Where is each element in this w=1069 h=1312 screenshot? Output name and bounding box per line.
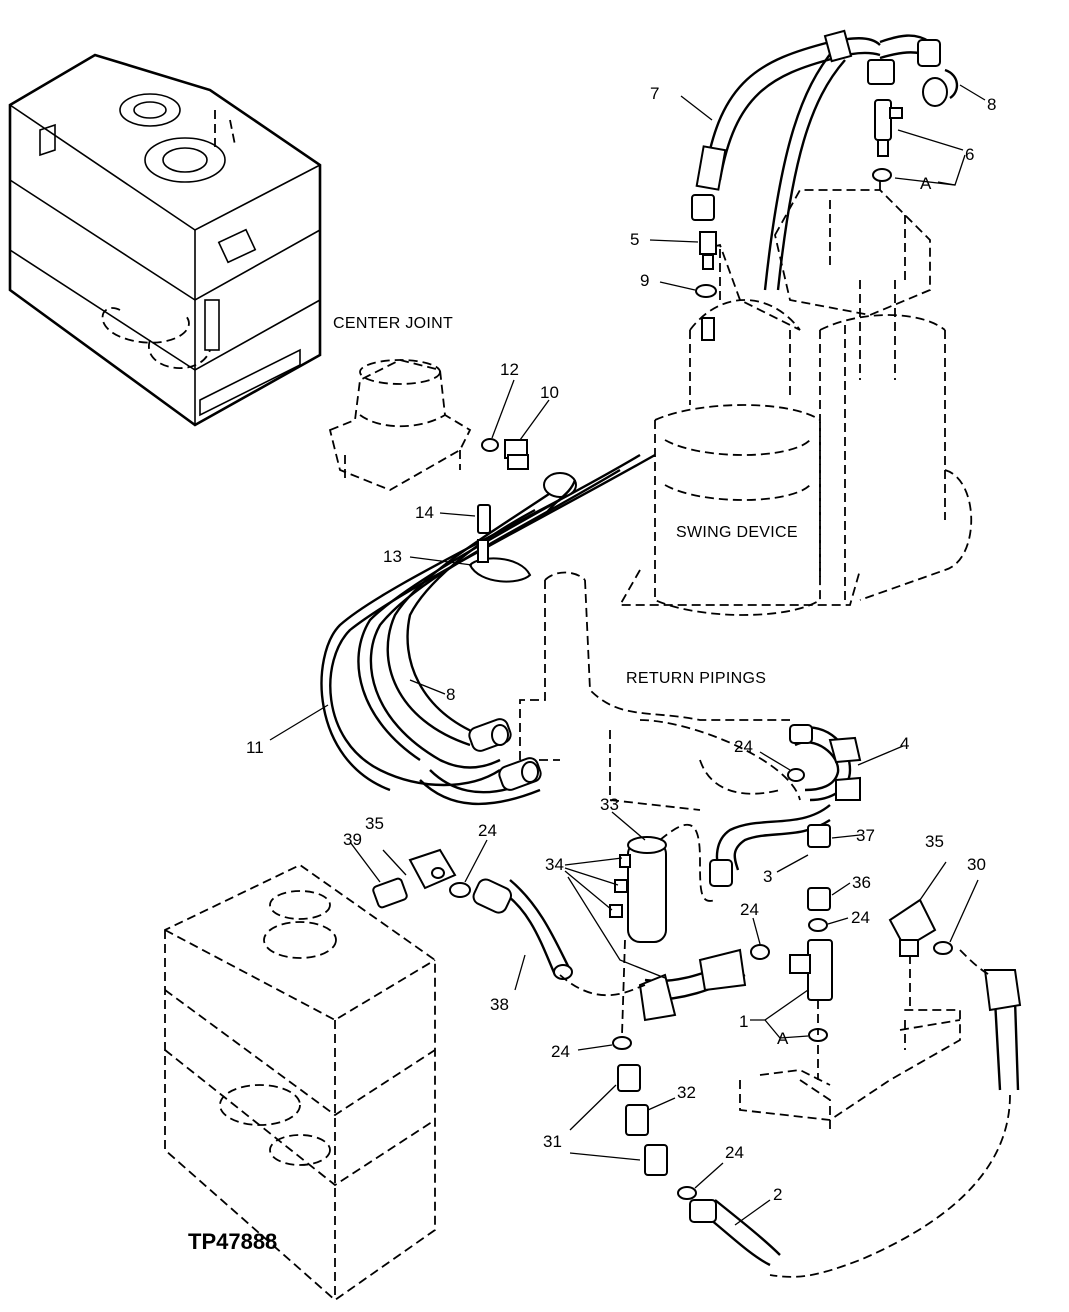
callout-24-b: 24 (851, 908, 870, 927)
o-ring-30 (933, 941, 953, 955)
callout-14: 14 (415, 503, 434, 522)
callout-24-e: 24 (478, 821, 497, 840)
o-ring-24-g (612, 1036, 632, 1050)
callout-1: 1 (739, 1012, 748, 1031)
tube-9 (701, 317, 715, 341)
callout-11: 11 (246, 738, 264, 757)
callout-3: 3 (763, 867, 772, 886)
callout-9: 9 (640, 271, 649, 290)
ref-a-top: A (920, 174, 932, 193)
callout-6: 6 (965, 145, 974, 164)
center-joint-housing (8, 53, 322, 427)
fitting-5 (699, 231, 717, 270)
callout-5: 5 (630, 230, 639, 249)
callout-38: 38 (490, 995, 509, 1014)
callout-37: 37 (856, 826, 875, 845)
hose-38 (472, 878, 573, 980)
callout-24-a: 24 (734, 737, 753, 756)
o-ring-12 (481, 438, 499, 452)
lower-right-bracket-dashed (739, 1009, 961, 1130)
fitting-39 (372, 877, 408, 909)
o-ring-24-f (677, 1186, 697, 1200)
callout-7: 7 (650, 84, 659, 103)
tee-fitting-1 (789, 939, 833, 1001)
plug-37 (807, 824, 831, 848)
callout-24-c: 24 (551, 1042, 570, 1061)
fitting-8-elbow (922, 68, 959, 107)
swing-device-dashed (618, 189, 972, 616)
callout-33: 33 (600, 795, 619, 814)
hose-4 (789, 724, 862, 802)
figure-id: TP47888 (188, 1229, 277, 1254)
tank-housing-dashed (164, 863, 436, 1302)
return-pipings-label: RETURN PIPINGS (626, 670, 766, 687)
callout-32: 32 (677, 1083, 696, 1102)
hose-2 (689, 969, 1022, 1278)
fitting-31-lower (644, 1144, 668, 1176)
ref-a-bottom: A (777, 1029, 789, 1048)
block-33 (609, 836, 667, 943)
callout-30: 30 (967, 855, 986, 874)
center-joint-label: CENTER JOINT (333, 315, 453, 332)
center-joint-fitting-dashed (328, 359, 472, 491)
callout-24-f: 24 (725, 1143, 744, 1162)
callout-8-top: 8 (987, 95, 996, 114)
callout-24-d: 24 (740, 900, 759, 919)
elbow-35-left (408, 848, 457, 890)
fitting-10 (504, 439, 529, 470)
hose-lower-mid (638, 948, 747, 1022)
callout-2: 2 (773, 1185, 782, 1204)
o-ring-24-b (808, 918, 828, 932)
dashed-connectors (559, 180, 991, 1080)
return-pipings-dashed (519, 571, 801, 811)
fitting-6 (874, 99, 903, 157)
callout-31: 31 (543, 1132, 562, 1151)
callout-numbers: 7 8 6 A 5 9 12 10 14 13 8 11 24 4 33 34 … (246, 84, 996, 1204)
callout-12: 12 (500, 360, 519, 379)
hose-3 (709, 804, 831, 887)
bolt-14 (477, 504, 491, 534)
o-ring-6 (872, 168, 892, 182)
callout-34: 34 (545, 855, 564, 874)
callout-35-right: 35 (925, 832, 944, 851)
fitting-31-upper (617, 1064, 641, 1092)
callout-10: 10 (540, 383, 559, 402)
callout-39: 39 (343, 830, 362, 849)
elbow-35-right (888, 898, 937, 957)
leader-lines (269, 84, 986, 1226)
callout-13: 13 (383, 547, 402, 566)
callout-4: 4 (900, 734, 909, 753)
o-ring-24-e (449, 882, 471, 898)
swing-device-label: SWING DEVICE (676, 524, 798, 541)
fitting-36 (807, 887, 831, 911)
clamp-13 (468, 539, 532, 583)
o-ring-9 (695, 284, 717, 298)
hose-8-11-loop (320, 453, 656, 806)
callout-35-left: 35 (365, 814, 384, 833)
fitting-32 (625, 1104, 649, 1136)
o-ring-24-d (750, 944, 770, 960)
hose-7 (691, 29, 941, 291)
callout-36: 36 (852, 873, 871, 892)
callout-8-mid: 8 (446, 685, 455, 704)
o-ring-24-a (787, 768, 805, 782)
